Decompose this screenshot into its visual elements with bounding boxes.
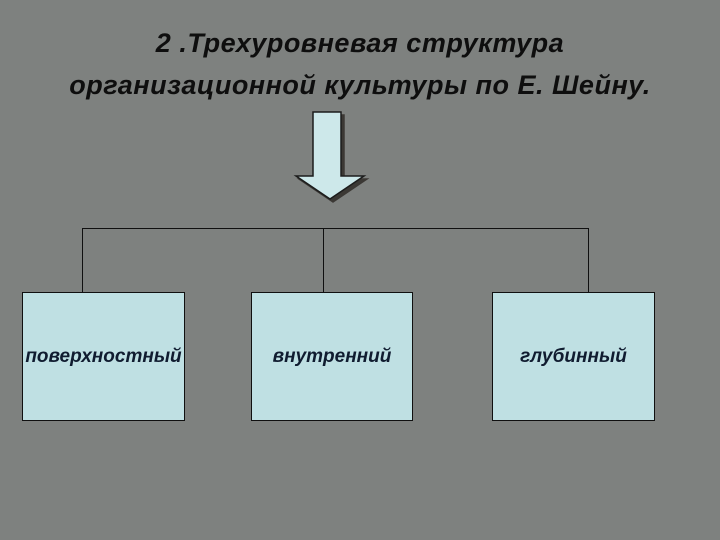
connector-left-line bbox=[82, 228, 83, 292]
slide-title-line2: организационной культуры по Е. Шейну. bbox=[69, 70, 651, 100]
level-box-deep-label: глубинный bbox=[520, 345, 627, 367]
level-box-surface: поверхностный bbox=[22, 292, 185, 421]
slide-title-line1: 2 .Трехуровневая структура bbox=[155, 28, 565, 58]
slide-title: 2 .Трехуровневая структура организационн… bbox=[0, 22, 720, 106]
level-box-internal-label: внутренний bbox=[272, 345, 392, 367]
level-box-deep: глубинный bbox=[492, 292, 655, 421]
level-box-internal: внутренний bbox=[251, 292, 413, 421]
connector-trunk-line bbox=[82, 228, 589, 229]
down-arrow-icon bbox=[293, 111, 367, 200]
connector-middle-line bbox=[323, 228, 324, 292]
connector-right-line bbox=[588, 228, 589, 292]
level-box-surface-label: поверхностный bbox=[25, 345, 182, 367]
